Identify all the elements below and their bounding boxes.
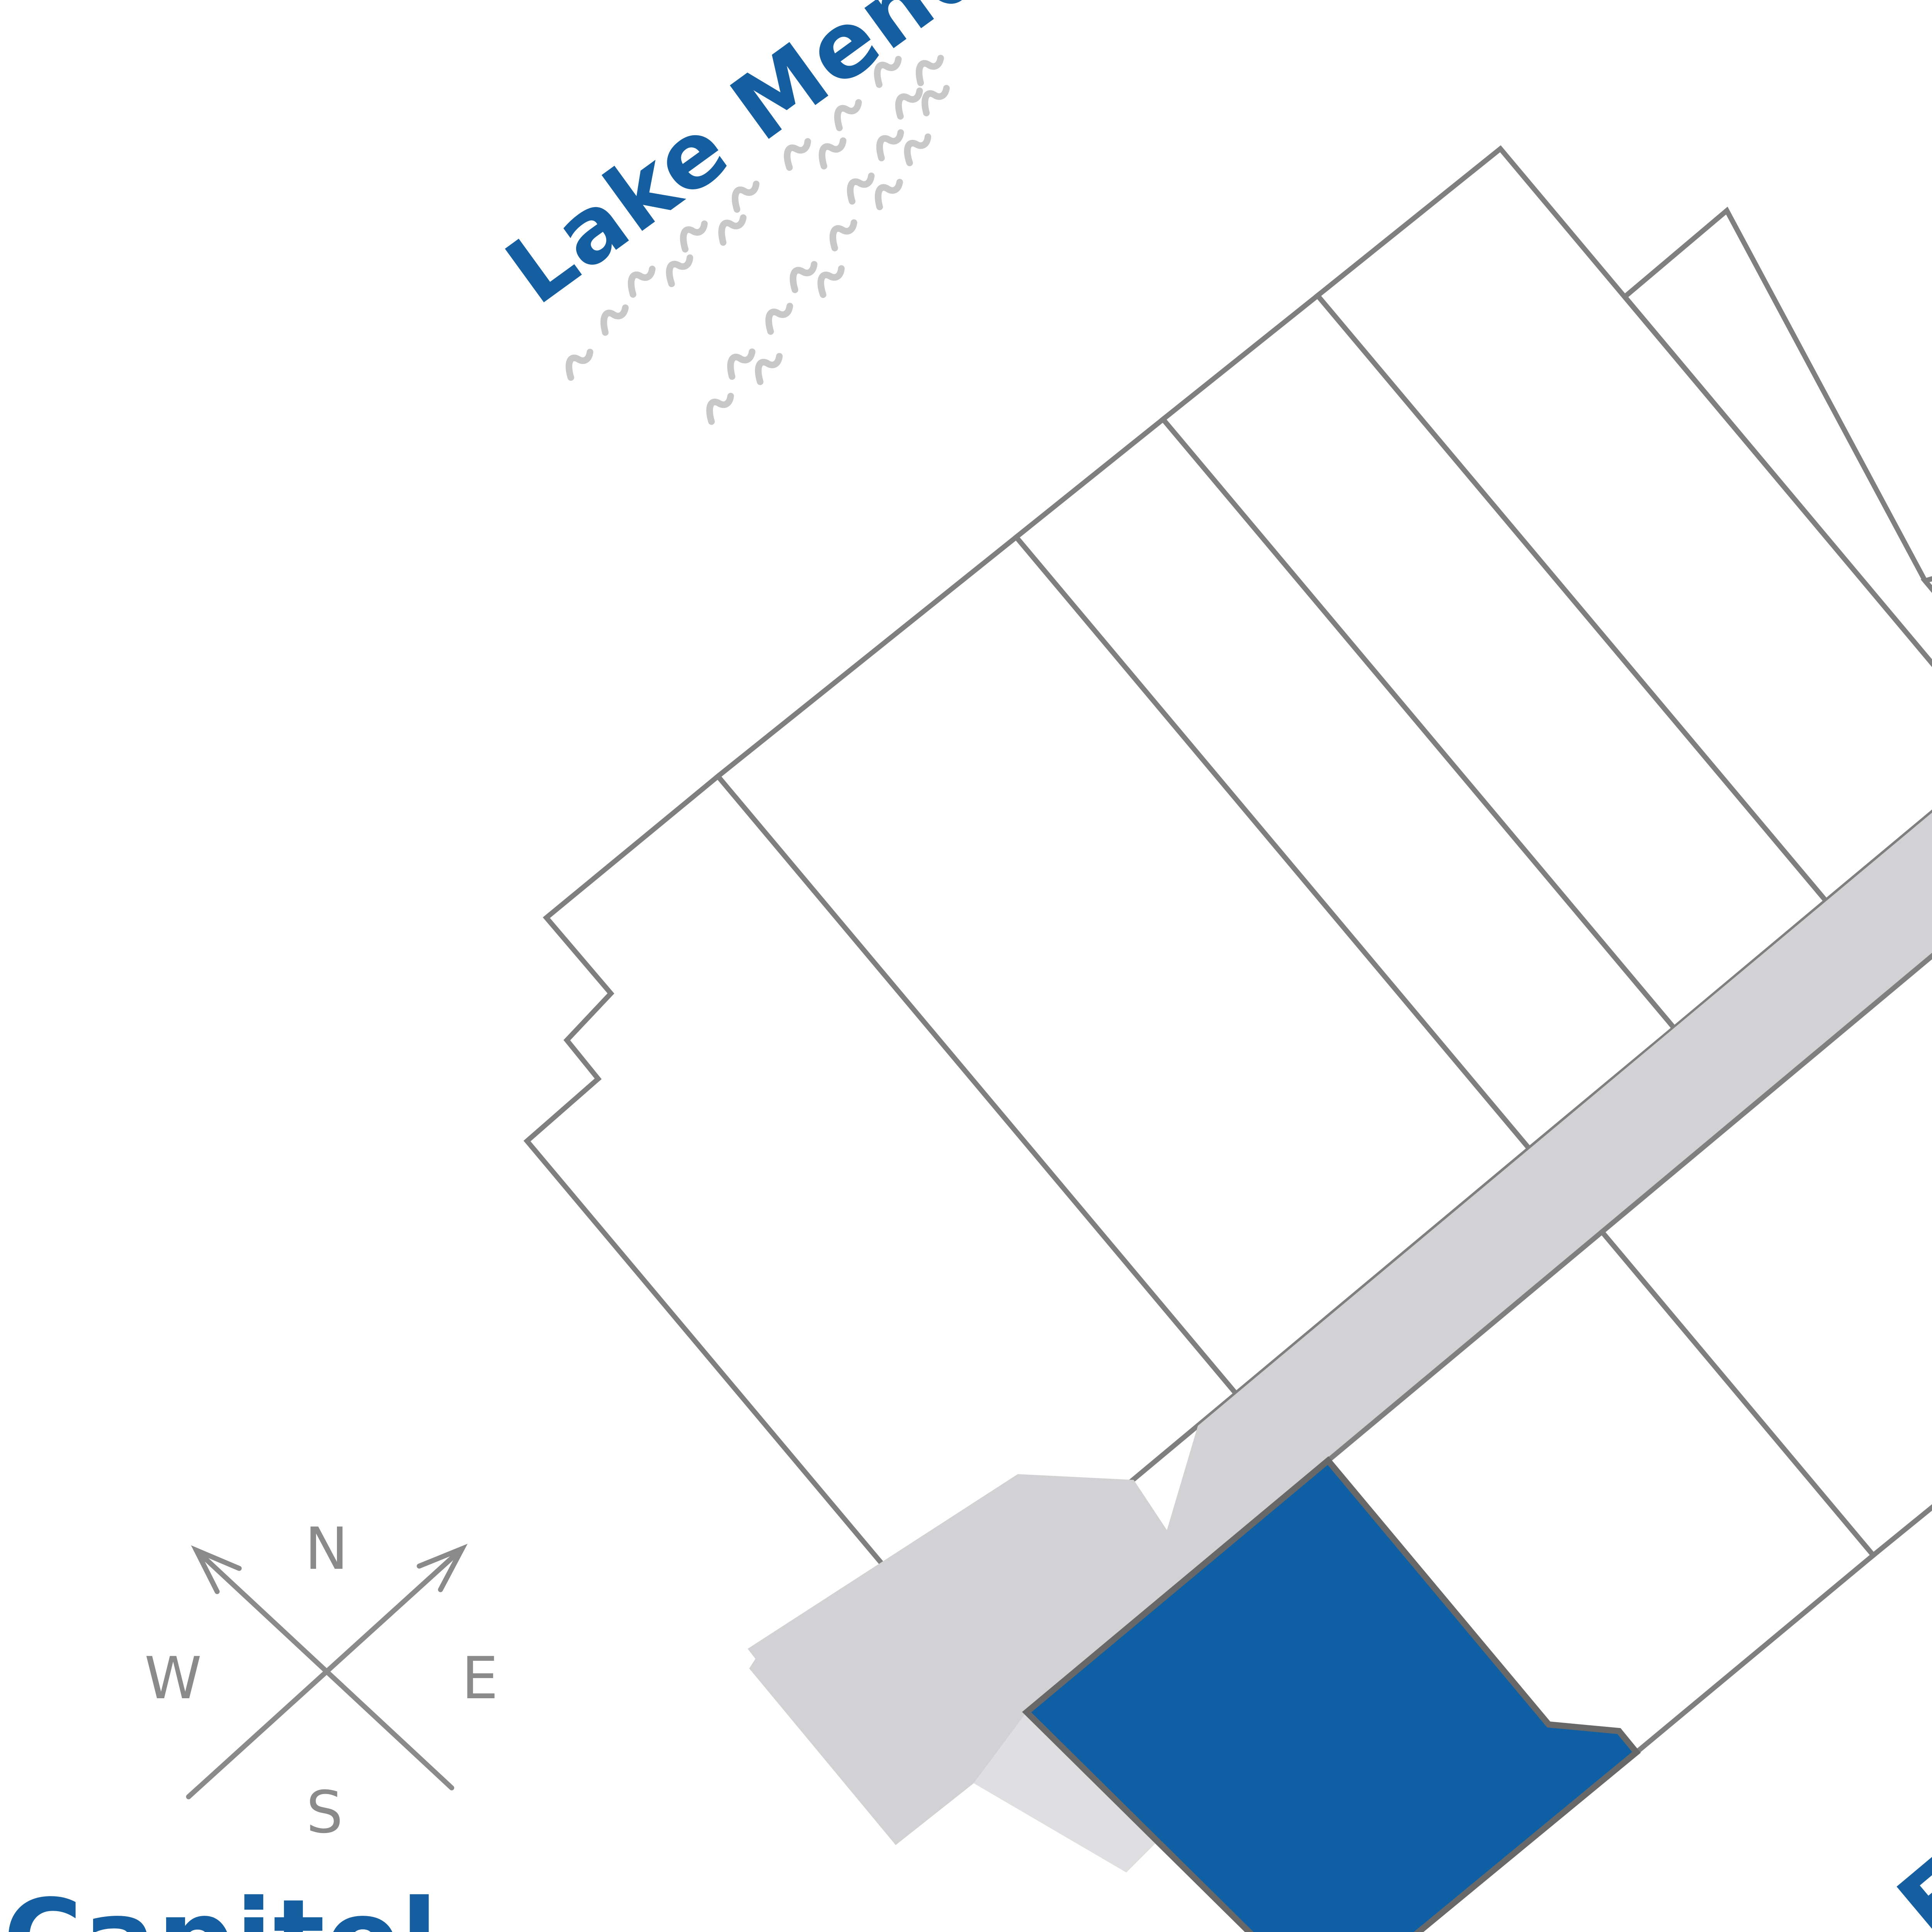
- compass-west-label: W: [145, 1645, 202, 1712]
- lake-label: Lake Mendota: [488, 0, 1146, 325]
- driveway-sliver: [974, 1712, 1157, 1872]
- compass-north-label: N: [305, 1515, 348, 1583]
- capitol-label: Capitol: [3, 1876, 439, 1932]
- compass-south-label: S: [306, 1779, 343, 1846]
- parcel-south-east: [1598, 952, 1932, 1559]
- parcel-strip-7: [1920, 576, 1932, 593]
- compass: N W E S: [145, 1515, 498, 1846]
- parcel-strip-peak: [1314, 145, 1932, 905]
- parcel-strip-6: [1621, 206, 1932, 667]
- parcel-west-staircase: [523, 772, 1240, 1641]
- highlighted-parcel[interactable]: [1022, 1456, 1641, 1932]
- driveway-band: [748, 813, 1932, 1845]
- lake-area: Lake Mendota: [488, 0, 1146, 422]
- lakeside-parcels: [523, 145, 1932, 1641]
- compass-east-label: E: [462, 1645, 498, 1712]
- compass-arrows-icon: [186, 1544, 468, 1799]
